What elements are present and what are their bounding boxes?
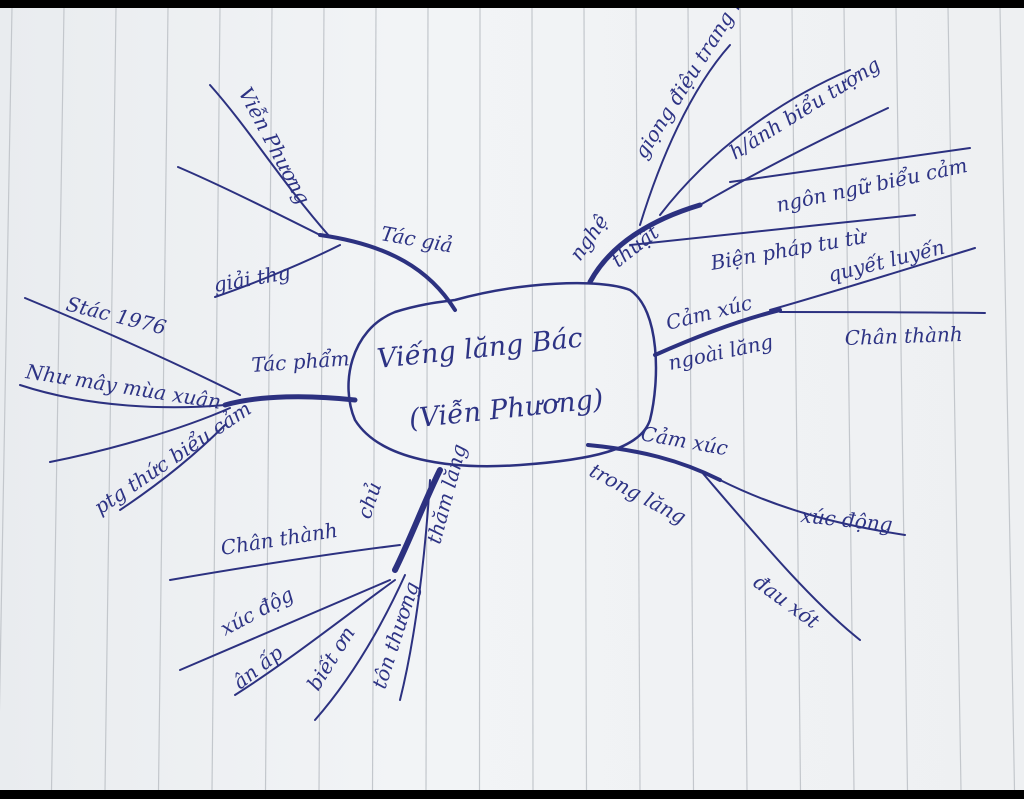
leaf-vien-phuong: Viễn Phương [234,83,316,208]
leaf-giai-thg: giải thg [212,260,293,297]
branch-chu-de [392,467,443,573]
branch-tac-pham [222,394,358,408]
twig-ngon-ngu [699,107,889,206]
ruled-line [211,8,221,790]
leaf-chan-thanh-left: Chân thành [219,518,339,560]
leaf-an-ap: ân ấp [228,640,287,694]
twig-ngon-ngu-2 [729,147,971,183]
branch-cam-xuc-ngoai [653,308,782,357]
leaf-chan-thanh-right: Chân thành [844,322,963,350]
label-chu: chủ [352,479,386,522]
twig-nhu-may [19,384,226,409]
leaf-xuc-dong: xúc động [799,503,893,537]
ruled-line [739,8,748,790]
leaf-dau-xot: đau xót [749,570,825,634]
ruled-line [791,8,802,790]
branch-lines [19,44,986,721]
ruled-line [583,8,588,790]
twig-ptg-thuc-2 [119,424,226,511]
ruled-line [157,8,169,790]
ruled-line [371,8,377,790]
center-subtitle: (Viễn Phương) [407,383,604,435]
twig-ton-thuong [399,479,431,701]
twig-quyet-luyen [769,247,976,311]
leaf-biet-on: biết ơn [302,622,360,695]
ruled-line [843,8,855,790]
label-cam-xuc-ngoai-top: Cảm xúc [663,290,754,335]
notebook-photo: Viếng lăng Bác (Viễn Phương) Tác giả Viễ… [0,8,1024,790]
leaf-xuc-dog: xúc độg [216,582,297,640]
twig-sac-1976 [24,297,241,396]
leaf-sac-1976: Stác 1976 [64,292,169,340]
twig-bien-phap [629,214,916,246]
twig-biet-on [314,574,406,721]
ruled-line [947,8,962,790]
twig-ptg-thuc [49,407,231,463]
center-bubble [347,281,658,468]
label-cam-xuc-ngoai-bottom: ngoài lăng [666,329,775,375]
label-tac-pham: Tác phẩm [251,346,351,377]
label-thuat: thuật [606,219,664,272]
twig-xuc-dong [719,479,906,536]
ruled-line [425,8,429,790]
ruled-line [478,8,481,790]
ruled-line [0,8,13,712]
ruled-line [104,8,117,790]
twig-giong-dieu [639,44,731,226]
twig-dau-xot [699,469,861,641]
twig-an-ap [234,579,396,696]
twig-chan-thanh-l [169,544,401,581]
twig-chan-thanh-r [779,311,986,314]
ruled-line [50,8,65,790]
twig-xuc-dog [179,579,391,671]
leaf-ptg-thuc: ptg thức biểu cảm [89,396,255,519]
ruled-line [635,8,641,790]
twig-vien-phuong [209,84,331,238]
ruled-line [999,8,1016,790]
twig-giai-thg [214,244,341,298]
branch-cam-xuc-trong [586,443,722,482]
ruled-lines [0,8,1016,790]
branch-tac-gia [318,233,457,312]
ruled-line [687,8,695,790]
ruled-line [895,8,909,790]
mind-map: Viếng lăng Bác (Viễn Phương) Tác giả Viễ… [0,8,1016,790]
ruled-line [531,8,534,790]
twig-h-anh [659,69,851,216]
branch-nghe-thuat [587,202,703,285]
twig-tac-gia-upper [177,166,321,236]
